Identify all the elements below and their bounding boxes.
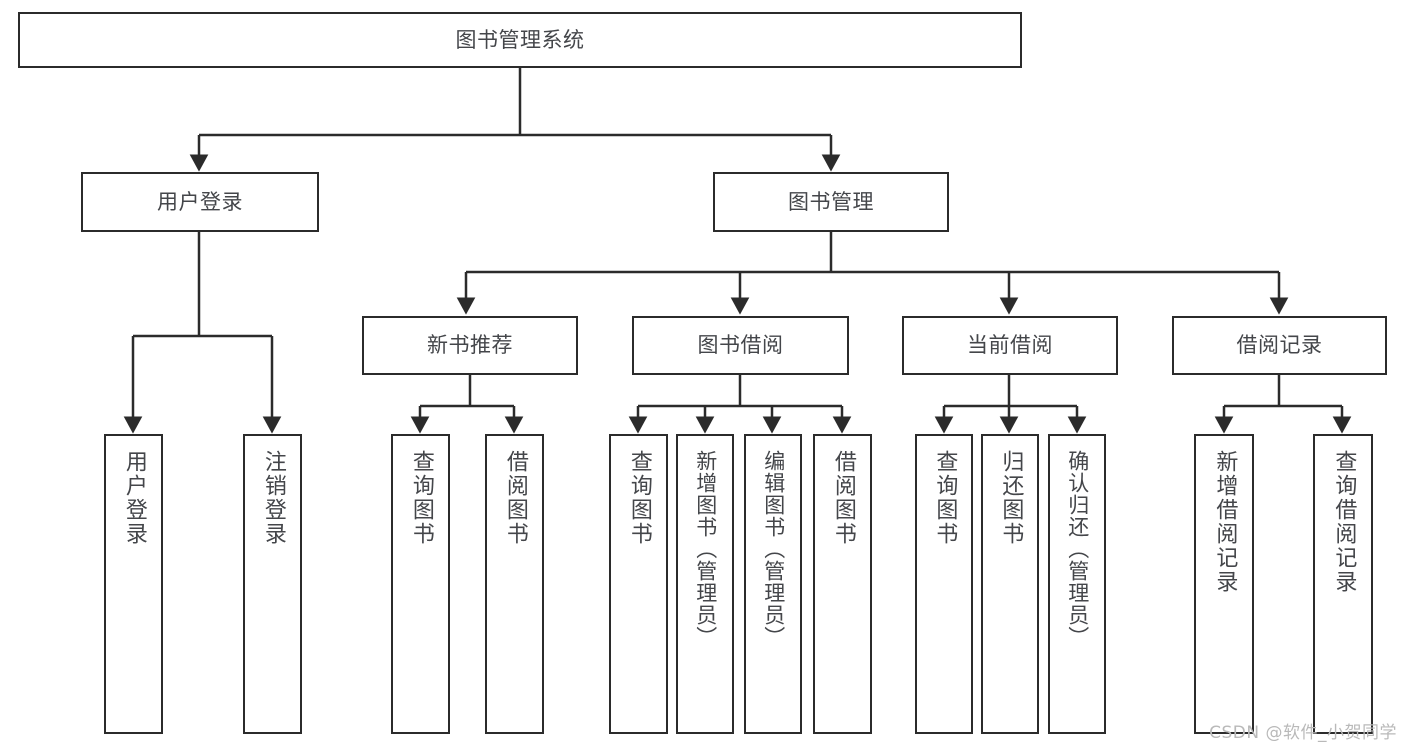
csdn-watermark: CSDN @软件_小贺同学 [1209,723,1397,743]
node-label: 查询图书 [626,450,652,546]
node-label: 借阅图书 [502,450,528,546]
node-leaf-query-book-1[interactable]: 查询图书 [391,434,450,734]
node-user-login[interactable]: 用户登录 [81,172,319,232]
node-label: 查询图书 [408,450,434,546]
node-label: 用户登录 [157,189,243,214]
node-leaf-user-logout[interactable]: 注销登录 [243,434,302,734]
node-borrow-record[interactable]: 借阅记录 [1172,316,1387,375]
node-leaf-query-record[interactable]: 查询借阅记录 [1313,434,1373,734]
node-label: 确认归还（管理员） [1065,450,1090,648]
node-current-borrow[interactable]: 当前借阅 [902,316,1118,375]
node-label: 新增借阅记录 [1212,450,1238,594]
node-label: 借阅记录 [1236,333,1323,358]
node-book-borrow[interactable]: 图书借阅 [632,316,849,375]
node-leaf-query-book-2[interactable]: 查询图书 [609,434,668,734]
node-leaf-edit-book[interactable]: 编辑图书（管理员） [744,434,802,734]
node-leaf-query-book-3[interactable]: 查询图书 [915,434,973,734]
node-label: 用户登录 [121,450,147,546]
node-label: 当前借阅 [967,333,1053,358]
node-label: 图书借阅 [697,333,784,358]
node-leaf-confirm-return[interactable]: 确认归还（管理员） [1048,434,1106,734]
node-new-book-rec[interactable]: 新书推荐 [362,316,578,375]
node-book-manage[interactable]: 图书管理 [713,172,949,232]
node-leaf-borrow-book-2[interactable]: 借阅图书 [813,434,872,734]
node-label: 新书推荐 [427,333,513,358]
node-label: 查询借阅记录 [1331,450,1357,594]
node-leaf-borrow-book-1[interactable]: 借阅图书 [485,434,544,734]
node-leaf-add-book[interactable]: 新增图书（管理员） [676,434,734,734]
node-label: 图书管理 [788,189,874,214]
node-label: 图书管理系统 [455,27,585,52]
node-label: 新增图书（管理员） [693,450,718,648]
node-leaf-add-record[interactable]: 新增借阅记录 [1194,434,1254,734]
node-leaf-user-login[interactable]: 用户登录 [104,434,163,734]
node-label: 借阅图书 [830,450,856,546]
node-label: 编辑图书（管理员） [761,450,786,648]
node-label: 查询图书 [932,450,958,546]
node-leaf-return-book[interactable]: 归还图书 [981,434,1039,734]
node-label: 归还图书 [998,450,1024,546]
node-label: 注销登录 [260,450,286,546]
node-root-system[interactable]: 图书管理系统 [18,12,1022,68]
